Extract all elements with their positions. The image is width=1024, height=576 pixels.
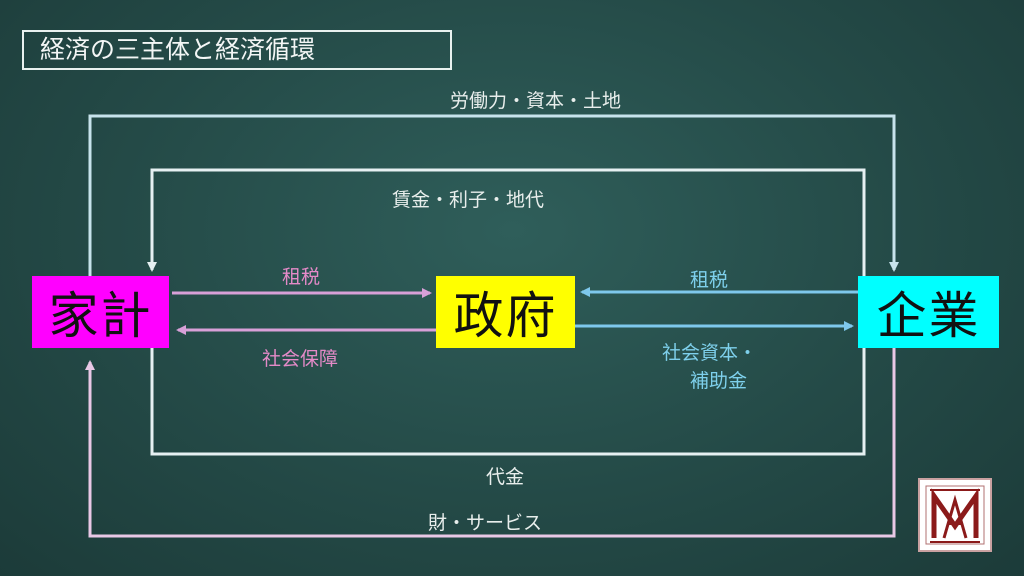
label-wages-interest-rent: 賃金・利子・地代	[392, 189, 545, 211]
label-social-security: 社会保障	[262, 348, 339, 370]
label-payment: 代金	[486, 466, 525, 488]
label-labor-capital-land: 労働力・資本・土地	[450, 90, 622, 112]
university-logo-icon	[918, 478, 992, 552]
label-subsidy-line2: 補助金	[690, 370, 748, 392]
logo-monogram-icon	[925, 485, 985, 545]
label-social-capital-line1: 社会資本・	[662, 342, 758, 364]
label-tax-household: 租税	[282, 266, 321, 288]
page-title: 経済の三主体と経済循環	[22, 30, 452, 70]
household-node: 家計	[32, 276, 169, 348]
firm-node: 企業	[858, 276, 999, 348]
label-tax-firm: 租税	[690, 269, 729, 291]
payment-flow-line	[150, 348, 866, 456]
government-node: 政府	[436, 276, 575, 348]
goods-flow-arrow	[85, 348, 896, 538]
wages-flow-arrow	[147, 168, 866, 276]
labor-flow-arrow	[88, 114, 899, 276]
label-goods-services: 財・サービス	[428, 512, 543, 534]
